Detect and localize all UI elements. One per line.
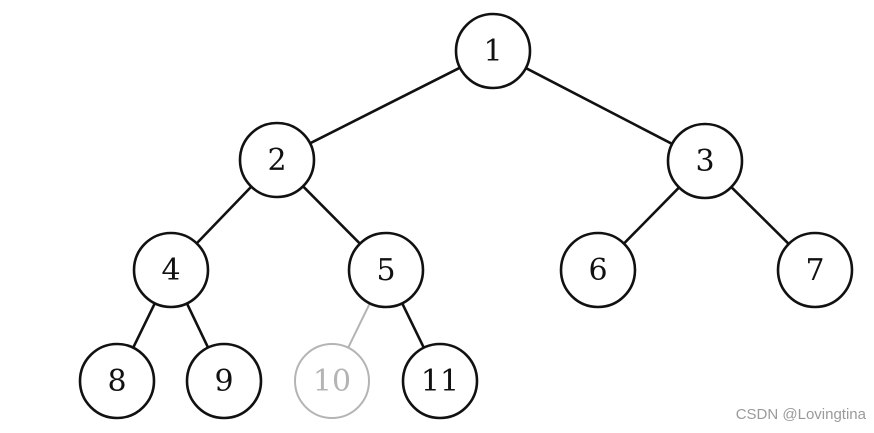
node-circle-6 <box>559 231 637 309</box>
tree-node-1: 1 <box>454 12 532 90</box>
tree-node-7: 7 <box>776 231 854 309</box>
tree-nodes: 1 2 3 4 5 6 7 8 9 10 11 <box>78 12 854 420</box>
node-label-1: 1 <box>483 34 502 69</box>
tree-node-9: 9 <box>185 342 263 420</box>
edge-1-3 <box>525 66 673 146</box>
edge-5-10 <box>347 302 371 349</box>
edge-5-11 <box>401 302 425 349</box>
node-label-9: 9 <box>214 364 233 399</box>
node-label-8: 8 <box>107 364 126 399</box>
node-circle-4 <box>132 231 210 309</box>
tree-node-2: 2 <box>238 121 316 199</box>
node-circle-5 <box>347 231 425 309</box>
node-label-2: 2 <box>267 143 286 178</box>
edge-4-9 <box>185 302 210 349</box>
node-circle-2 <box>238 121 316 199</box>
node-label-7: 7 <box>805 253 824 288</box>
node-circle-7 <box>776 231 854 309</box>
node-circle-8 <box>78 342 156 420</box>
node-label-6: 6 <box>588 253 607 288</box>
tree-node-8: 8 <box>78 342 156 420</box>
tree-node-10: 10 <box>294 343 370 419</box>
tree-node-11: 11 <box>401 342 479 420</box>
edge-2-4 <box>195 185 253 245</box>
edge-3-6 <box>622 186 681 245</box>
edge-1-2 <box>309 66 461 145</box>
node-label-5: 5 <box>376 253 395 288</box>
edge-4-8 <box>132 302 156 349</box>
node-label-3: 3 <box>695 144 714 179</box>
edge-2-5 <box>302 185 361 245</box>
tree-node-3: 3 <box>666 122 744 200</box>
watermark-text: CSDN @Lovingtina <box>735 406 866 423</box>
node-circle-3 <box>666 122 744 200</box>
node-label-10: 10 <box>313 364 351 399</box>
tree-node-5: 5 <box>347 231 425 309</box>
tree-node-6: 6 <box>559 231 637 309</box>
tree-edges <box>132 66 790 349</box>
node-circle-10 <box>294 343 370 419</box>
node-label-4: 4 <box>161 253 180 288</box>
node-label-11: 11 <box>421 364 459 399</box>
node-circle-11 <box>401 342 479 420</box>
tree-node-4: 4 <box>132 231 210 309</box>
edge-3-7 <box>730 186 790 245</box>
node-circle-9 <box>185 342 263 420</box>
node-circle-1 <box>454 12 532 90</box>
